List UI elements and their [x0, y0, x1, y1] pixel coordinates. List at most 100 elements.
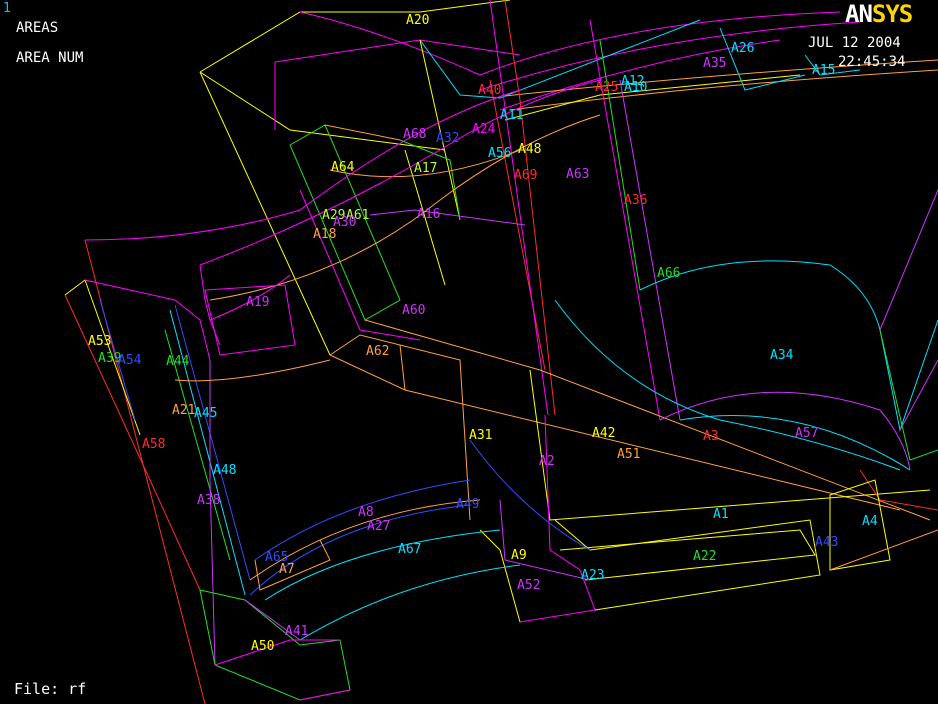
curve-edge	[329, 149, 521, 178]
area-label-a2: A2	[539, 454, 555, 469]
area-label-a16: A16	[417, 207, 440, 222]
area-label-a17: A17	[414, 161, 437, 176]
area-label-a39: A39	[98, 351, 121, 366]
curve-edge	[479, 529, 521, 623]
curve-edge	[469, 439, 591, 551]
area-label-a26: A26	[731, 41, 754, 56]
area-label-a22: A22	[693, 549, 716, 564]
curve-edge	[479, 21, 861, 91]
curve-edge	[84, 279, 211, 361]
curve-edge	[499, 499, 591, 581]
area-label-a48: A48	[213, 463, 236, 478]
area-label-a15: A15	[812, 63, 835, 78]
curve-edge	[829, 529, 938, 571]
curve-edge	[174, 304, 251, 581]
area-label-a48: A48	[518, 142, 541, 157]
curve-edge	[404, 149, 446, 286]
area-label-a18: A18	[313, 227, 336, 242]
curve-edge	[879, 329, 938, 461]
curve-edge	[329, 334, 471, 521]
curve-edge	[559, 529, 816, 581]
curve-edge	[419, 19, 701, 99]
area-label-a69: A69	[514, 168, 537, 183]
curve-edge	[254, 539, 331, 591]
area-label-a56: A56	[488, 146, 511, 161]
curve-edge	[499, 39, 781, 111]
area-label-a9: A9	[511, 548, 527, 563]
curve-edge	[479, 11, 841, 76]
file-name-label: File: rf	[14, 680, 87, 698]
area-label-a30: A30	[333, 215, 356, 230]
curve-edge	[99, 299, 136, 421]
curve-edge	[199, 589, 351, 701]
window-number: 1	[3, 1, 11, 16]
area-label-a43: A43	[815, 535, 838, 550]
curve-edge	[504, 59, 938, 97]
area-label-a11: A11	[500, 108, 523, 123]
curve-edge	[719, 27, 806, 91]
curve-edge	[209, 114, 601, 301]
curve-edge	[899, 359, 938, 431]
curve-edge	[169, 309, 246, 596]
curve-edge	[829, 479, 891, 571]
area-label-a1: A1	[713, 507, 729, 522]
curve-edge	[404, 389, 901, 511]
curve-edge	[399, 139, 461, 221]
curve-edge	[489, 0, 549, 416]
curve-edge	[554, 299, 901, 471]
area-label-a68: A68	[403, 127, 426, 142]
area-label-a24: A24	[472, 122, 496, 137]
area-label-a36: A36	[624, 193, 647, 208]
plot-title-areas: AREAS	[16, 20, 59, 36]
area-label-a66: A66	[657, 266, 680, 281]
curve-edge	[879, 189, 938, 331]
curve-edge	[174, 359, 331, 382]
area-label-a7: A7	[279, 562, 295, 577]
area-label-a62: A62	[366, 344, 389, 359]
curve-edge	[489, 79, 546, 371]
curve-edge	[299, 189, 421, 341]
area-label-a34: A34	[770, 348, 794, 363]
area-label-a65: A65	[265, 550, 288, 565]
area-label-a51: A51	[617, 447, 640, 462]
area-label-a8: A8	[358, 505, 374, 520]
curve-edge	[199, 79, 601, 266]
curve-edge	[199, 0, 511, 73]
area-label-a61: A61	[346, 208, 369, 223]
curve-edge	[659, 391, 911, 471]
curve-edge	[214, 639, 340, 666]
area-label-a4: A4	[862, 514, 878, 529]
curve-edge	[249, 504, 471, 596]
area-label-a54: A54	[118, 353, 142, 368]
curve-edge	[804, 54, 861, 76]
curve-edge	[619, 79, 681, 421]
curve-edge	[204, 284, 296, 356]
ansys-logo: ANSYS	[845, 0, 913, 28]
curve-edge	[364, 319, 931, 521]
area-label-a10: A10	[624, 80, 647, 95]
curve-edge	[64, 294, 201, 591]
area-label-a63: A63	[566, 167, 589, 182]
curve-edge	[554, 519, 821, 611]
area-label-a12: A12	[621, 74, 644, 89]
area-label-a27: A27	[367, 519, 390, 534]
area-label-a49: A49	[456, 497, 479, 512]
curve-edge	[504, 0, 556, 416]
curve-edge	[244, 599, 301, 641]
curve-edge	[209, 274, 291, 321]
curve-edge	[299, 564, 521, 641]
area-label-a32: A32	[436, 131, 459, 146]
curve-edge	[209, 360, 216, 666]
curve-edge	[299, 689, 351, 701]
plot-title-area-num: AREA NUM	[16, 50, 84, 66]
area-label-a31: A31	[469, 428, 492, 443]
curve-edge	[84, 89, 521, 241]
area-label-a38: A38	[197, 493, 220, 508]
curve-edge	[639, 260, 881, 331]
area-label-a40: A40	[478, 83, 501, 98]
curve-edge	[589, 19, 661, 421]
area-label-a50: A50	[251, 639, 274, 654]
area-label-a67: A67	[398, 542, 421, 557]
area-label-a57: A57	[795, 426, 818, 441]
